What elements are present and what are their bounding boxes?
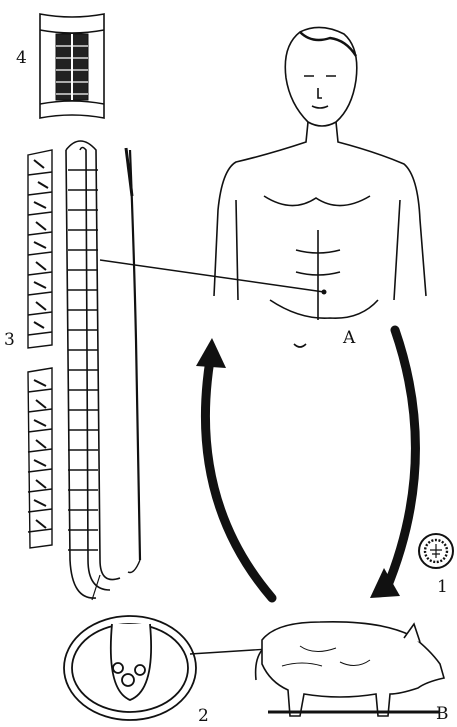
- label-3: 3: [4, 332, 15, 349]
- label-2: 2: [198, 708, 209, 725]
- human-host: [214, 27, 426, 347]
- cysticercus: [64, 616, 196, 720]
- label-1: 1: [437, 579, 448, 596]
- adult-tapeworm: [28, 141, 140, 600]
- pig-host: [256, 622, 444, 716]
- arrow-human-to-pig: [386, 330, 415, 590]
- proglottid-closeup: [40, 14, 104, 118]
- life-cycle-arrows: [196, 330, 415, 598]
- label-b: B: [436, 706, 449, 723]
- label-a: A: [343, 330, 355, 347]
- label-4: 4: [16, 50, 27, 67]
- egg: [419, 534, 453, 568]
- arrow-pig-to-human: [205, 360, 272, 598]
